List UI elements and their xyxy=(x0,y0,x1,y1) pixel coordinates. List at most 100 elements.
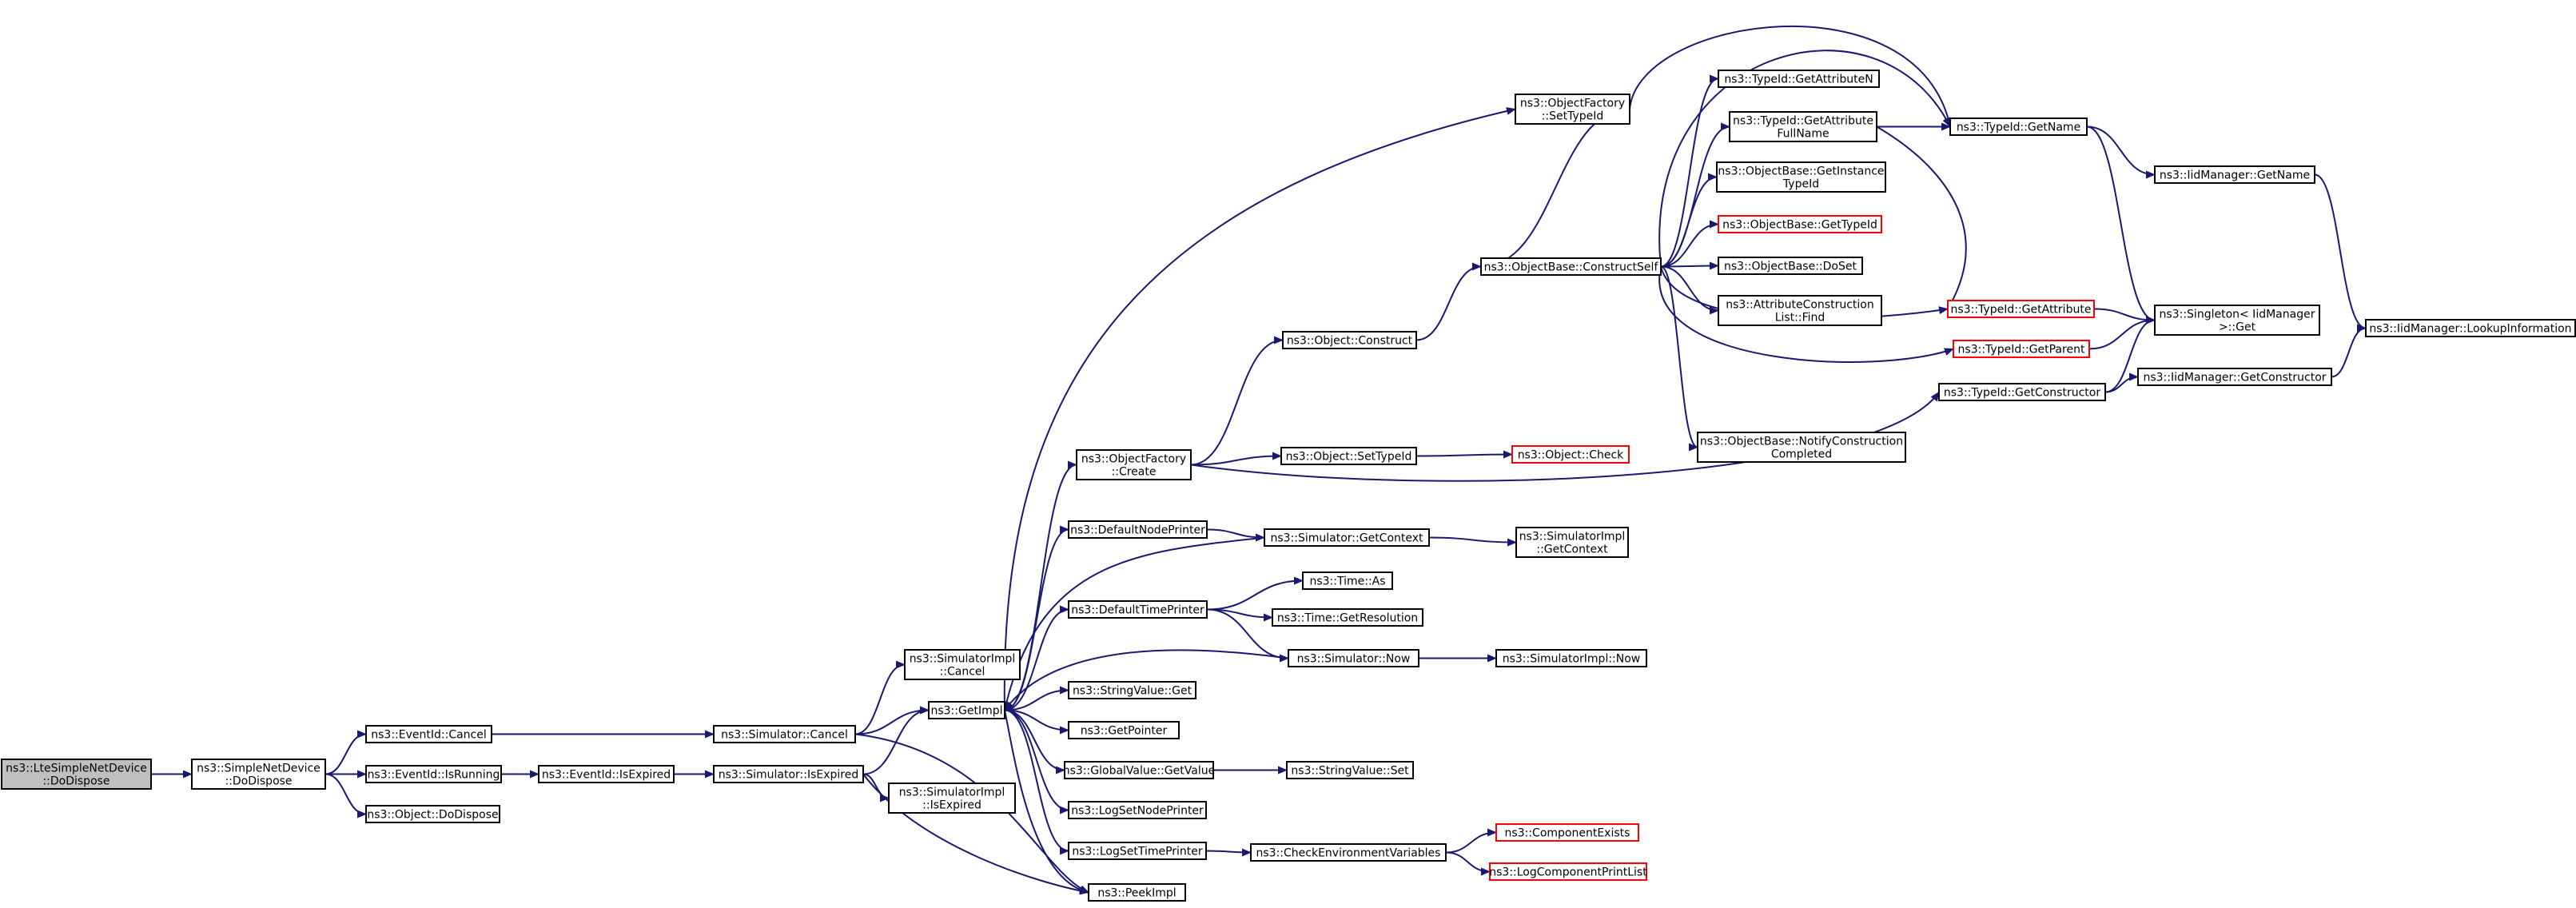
node-object-settypeid[interactable]: ns3::Object::SetTypeId xyxy=(1280,447,1417,465)
node-typeid-getattribute[interactable]: ns3::TypeId::GetAttribute xyxy=(1947,300,2095,318)
node-ob-doset[interactable]: ns3::ObjectBase::DoSet xyxy=(1718,257,1863,275)
node-box[interactable] xyxy=(1250,843,1447,862)
node-box[interactable] xyxy=(1068,520,1208,539)
node-globalvalue-getvalue[interactable]: ns3::GlobalValue::GetValue xyxy=(1063,761,1215,779)
node-simimpl-isexpired[interactable]: ns3::SimulatorImpl::IsExpired xyxy=(888,783,1016,814)
node-box[interactable] xyxy=(1511,445,1630,464)
node-box[interactable] xyxy=(1282,331,1417,349)
node-box[interactable] xyxy=(928,701,1005,719)
node-time-getresolution[interactable]: ns3::Time::GetResolution xyxy=(1272,608,1423,627)
node-box[interactable] xyxy=(1264,528,1430,547)
node-log-component-print-list[interactable]: ns3::LogComponentPrintList xyxy=(1489,862,1647,881)
node-eventid-isrunning[interactable]: ns3::EventId::IsRunning xyxy=(365,765,502,783)
node-default-node-printer[interactable]: ns3::DefaultNodePrinter xyxy=(1068,520,1208,539)
node-component-exists[interactable]: ns3::ComponentExists xyxy=(1495,823,1639,842)
node-box[interactable] xyxy=(1515,94,1630,125)
node-stringvalue-set[interactable]: ns3::StringValue::Set xyxy=(1286,761,1414,779)
node-time-as[interactable]: ns3::Time::As xyxy=(1302,571,1393,590)
node-box[interactable] xyxy=(888,783,1016,814)
node-box[interactable] xyxy=(2365,319,2576,337)
node-check-env-vars[interactable]: ns3::CheckEnvironmentVariables xyxy=(1250,843,1447,862)
node-default-time-printer[interactable]: ns3::DefaultTimePrinter xyxy=(1068,600,1208,619)
node-box[interactable] xyxy=(1480,257,1662,276)
node-box[interactable] xyxy=(1697,432,1906,463)
node-peekimpl[interactable]: ns3::PeekImpl xyxy=(1088,883,1186,902)
node-box[interactable] xyxy=(1718,257,1863,275)
node-logsettimeprinter[interactable]: ns3::LogSetTimePrinter xyxy=(1068,842,1207,860)
node-box[interactable] xyxy=(1953,340,2090,358)
node-box[interactable] xyxy=(1068,681,1196,699)
node-typeid-getconstructor[interactable]: ns3::TypeId::GetConstructor xyxy=(1938,383,2106,401)
node-simimpl-cancel[interactable]: ns3::SimulatorImpl::Cancel xyxy=(904,649,1021,680)
node-iidmanager-getname[interactable]: ns3::IidManager::GetName xyxy=(2154,165,2315,184)
node-box[interactable] xyxy=(1068,801,1207,819)
node-lte-dodispose[interactable]: ns3::LteSimpleNetDevice::DoDispose xyxy=(1,759,152,790)
node-sim-getcontext[interactable]: ns3::Simulator::GetContext xyxy=(1264,528,1430,547)
node-box[interactable] xyxy=(1286,761,1414,779)
node-box[interactable] xyxy=(1280,447,1417,465)
node-iidmanager-getconstructor[interactable]: ns3::IidManager::GetConstructor xyxy=(2137,368,2332,386)
node-box[interactable] xyxy=(904,649,1021,680)
node-box[interactable] xyxy=(1288,649,1419,667)
node-box[interactable] xyxy=(2154,165,2315,184)
node-box[interactable] xyxy=(365,765,502,783)
node-box[interactable] xyxy=(365,725,492,743)
node-iidmanager-lookupinformation[interactable]: ns3::IidManager::LookupInformation xyxy=(2365,319,2576,337)
node-box[interactable] xyxy=(1495,823,1639,842)
node-object-dodispose[interactable]: ns3::Object::DoDispose xyxy=(365,805,500,823)
node-box[interactable] xyxy=(1947,300,2095,318)
node-box[interactable] xyxy=(1718,70,1880,88)
node-of-settypeid[interactable]: ns3::ObjectFactory::SetTypeId xyxy=(1515,94,1630,125)
node-simple-dodispose[interactable]: ns3::SimpleNetDevice::DoDispose xyxy=(191,759,326,790)
node-box[interactable] xyxy=(1729,111,1877,142)
node-object-construct[interactable]: ns3::Object::Construct xyxy=(1282,331,1417,349)
node-sim-cancel[interactable]: ns3::Simulator::Cancel xyxy=(713,725,856,743)
node-box[interactable] xyxy=(1495,649,1647,667)
node-box[interactable] xyxy=(1949,117,2088,136)
node-box[interactable] xyxy=(1716,161,1886,193)
node-typeid-getattributen[interactable]: ns3::TypeId::GetAttributeN xyxy=(1718,70,1880,88)
node-box[interactable] xyxy=(1718,215,1882,233)
node-box[interactable] xyxy=(2137,368,2332,386)
node-box[interactable] xyxy=(2154,305,2320,336)
node-box[interactable] xyxy=(1076,449,1192,480)
node-box[interactable] xyxy=(1302,571,1393,590)
node-box[interactable] xyxy=(1064,761,1214,779)
node-box[interactable] xyxy=(1489,862,1647,881)
node-stringvalue-get[interactable]: ns3::StringValue::Get xyxy=(1068,681,1196,699)
node-typeid-getparent[interactable]: ns3::TypeId::GetParent xyxy=(1953,340,2090,358)
node-box[interactable] xyxy=(1515,527,1629,558)
node-ob-gettypeid[interactable]: ns3::ObjectBase::GetTypeId xyxy=(1718,215,1882,233)
node-box[interactable] xyxy=(1938,383,2106,401)
node-object-check[interactable]: ns3::Object::Check xyxy=(1511,445,1630,464)
node-sim-isexpired[interactable]: ns3::Simulator::IsExpired xyxy=(713,765,864,783)
node-box[interactable] xyxy=(1068,842,1207,860)
node-sim-now[interactable]: ns3::Simulator::Now xyxy=(1288,649,1419,667)
node-getimpl[interactable]: ns3::GetImpl xyxy=(928,701,1005,719)
node-box[interactable] xyxy=(191,759,326,790)
node-box[interactable] xyxy=(1088,883,1186,902)
node-simimpl-now[interactable]: ns3::SimulatorImpl::Now xyxy=(1495,649,1647,667)
node-box[interactable] xyxy=(1718,295,1882,326)
node-box[interactable] xyxy=(1068,600,1208,619)
node-box[interactable] xyxy=(1272,608,1423,627)
node-logsetnodeprinter[interactable]: ns3::LogSetNodePrinter xyxy=(1068,801,1207,819)
node-typeid-getname[interactable]: ns3::TypeId::GetName xyxy=(1949,117,2088,136)
node-eventid-cancel[interactable]: ns3::EventId::Cancel xyxy=(365,725,492,743)
node-ob-constructself[interactable]: ns3::ObjectBase::ConstructSelf xyxy=(1480,257,1662,276)
node-eventid-isexpired[interactable]: ns3::EventId::IsExpired xyxy=(538,765,675,783)
node-box[interactable] xyxy=(713,725,856,743)
node-simimpl-getcontext[interactable]: ns3::SimulatorImpl::GetContext xyxy=(1515,527,1629,558)
node-box[interactable] xyxy=(538,765,675,783)
node-box[interactable] xyxy=(365,805,500,823)
node-singleton-get[interactable]: ns3::Singleton< IidManager >::Get xyxy=(2154,305,2320,336)
node-getpointer[interactable]: ns3::GetPointer xyxy=(1068,721,1180,739)
node-of-create[interactable]: ns3::ObjectFactory::Create xyxy=(1076,449,1192,480)
node-box[interactable] xyxy=(1,759,152,790)
node-box[interactable] xyxy=(713,765,864,783)
node-ob-notifyconstructioncompleted[interactable]: ns3::ObjectBase::NotifyConstructionCompl… xyxy=(1697,432,1906,463)
node-box[interactable] xyxy=(1068,721,1180,739)
